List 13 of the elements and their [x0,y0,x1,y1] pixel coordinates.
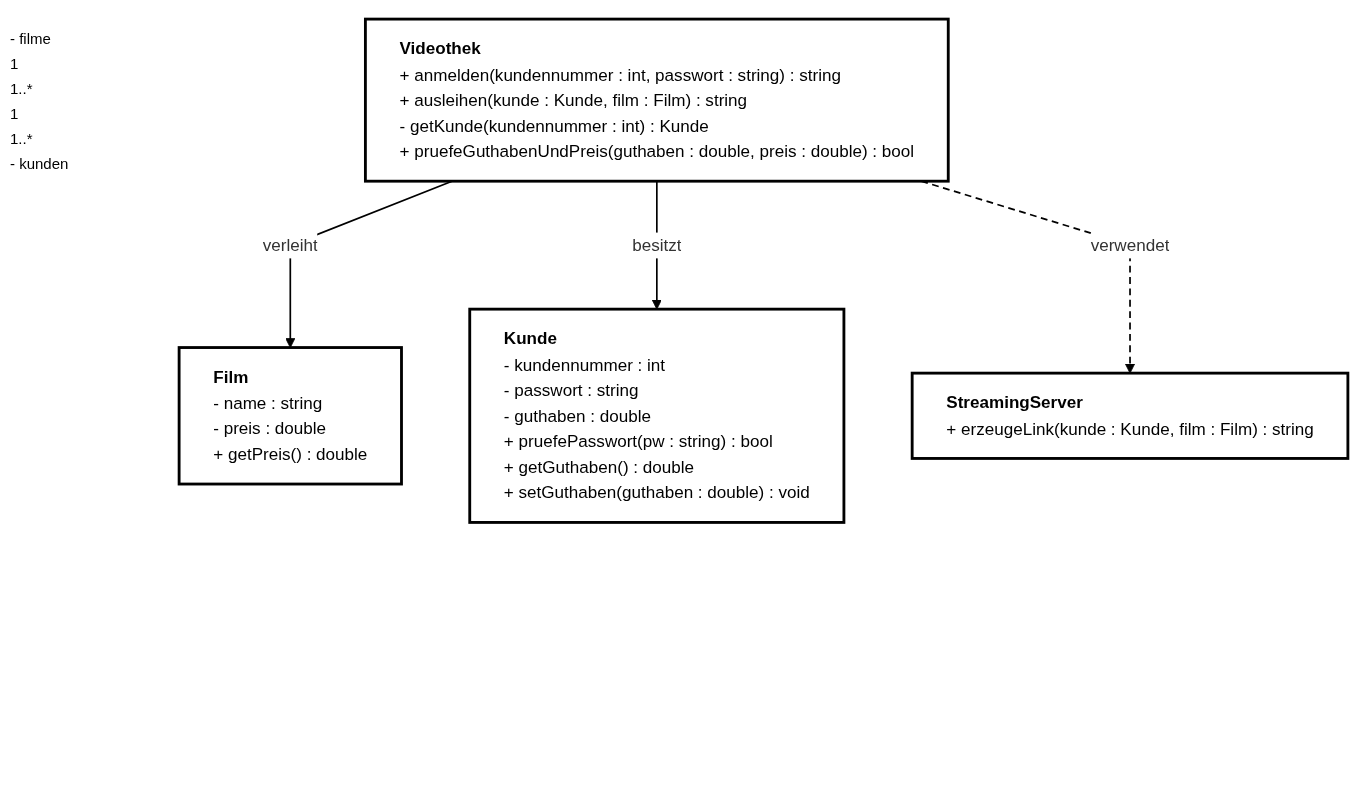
association-end-label: 1..* [10,130,34,147]
edge-label: verwendet [1090,234,1170,254]
node-box: Videothek + anmelden(kundennummer : int, passwort : string) : string + ausleihen(kunde : Kunde, film : Film) : string - getKunde(kundennummer : int) : Kunde + pruefeGuthabenUndPreis(guthaben : double, preis : double) : bool [363,17,950,183]
association-end-label: 1 [10,55,20,72]
edge-label: verleiht [262,234,318,254]
node-box: Film - name : string - preis : double + getPreis() : double [177,346,403,486]
edge-label: besitzt [632,234,682,254]
association-end-label: - filme [10,30,52,47]
node-box: Kunde - kundennummer : int - passwort : string - guthaben : double + pruefePasswort(pw : string) : bool + getGuthaben() : double + setGuthaben(guthaben : double) : void [468,307,846,524]
node-box: StreamingServer + erzeugeLink(kunde : Kunde, film : Film) : string [910,371,1350,460]
association-end-label: 1..* [10,80,34,97]
association-end-label: - kunden [10,155,70,172]
association-end-label: 1 [10,105,20,122]
